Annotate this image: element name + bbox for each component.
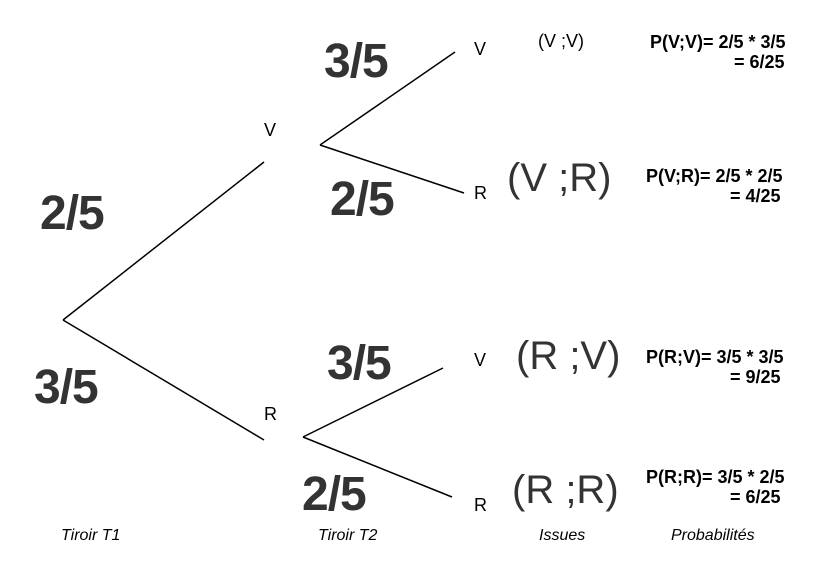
node-t2-vv: V — [474, 39, 487, 59]
node-t2-rr: R — [474, 495, 487, 515]
branch-root-to-r — [62, 319, 265, 441]
node-t2-rv: V — [474, 350, 487, 370]
probability-vr: P(V;R)= 2/5 * 2/5 = 4/25 — [646, 167, 783, 205]
node-t2-vr: R — [474, 183, 487, 203]
footer-tiroir-t2: Tiroir T2 — [318, 527, 378, 544]
issue-vr: (V ;R) — [507, 156, 612, 200]
footer-issues: Issues — [539, 527, 586, 544]
edge-prob-root-v: 2/5 — [40, 187, 105, 240]
probability-rv-result: = 9/25 — [730, 367, 781, 387]
probability-rr-product: P(R;R)= 3/5 * 2/5 — [646, 467, 785, 487]
probability-vv: P(V;V)= 2/5 * 3/5 = 6/25 — [650, 33, 786, 71]
probability-vr-product: P(V;R)= 2/5 * 2/5 — [646, 166, 783, 186]
probability-vv-product: P(V;V)= 2/5 * 3/5 — [650, 32, 786, 52]
edge-prob-v-v: 3/5 — [324, 35, 389, 88]
issue-rr: (R ;R) — [512, 468, 619, 512]
probability-vv-result: = 6/25 — [734, 52, 785, 72]
branch-root-to-v — [62, 161, 265, 321]
edge-prob-r-r: 2/5 — [302, 468, 367, 521]
edge-prob-r-v: 3/5 — [327, 337, 392, 390]
probability-rv-product: P(R;V)= 3/5 * 3/5 — [646, 347, 784, 367]
issue-rv: (R ;V) — [516, 334, 621, 378]
node-t1-v: V — [264, 120, 277, 140]
edge-prob-root-r: 3/5 — [34, 361, 99, 414]
probability-rr-result: = 6/25 — [730, 487, 781, 507]
branch-v-to-r — [319, 144, 465, 194]
branch-v-to-v — [319, 51, 456, 146]
edge-prob-v-r: 2/5 — [330, 173, 395, 226]
branch-r-to-v — [302, 367, 444, 438]
footer-tiroir-t1: Tiroir T1 — [61, 527, 121, 544]
probability-vr-result: = 4/25 — [730, 186, 781, 206]
node-t1-r: R — [264, 404, 277, 424]
branch-r-to-r — [302, 436, 453, 498]
probability-rr: P(R;R)= 3/5 * 2/5 = 6/25 — [646, 468, 785, 506]
issue-vv: (V ;V) — [538, 31, 585, 51]
probability-rv: P(R;V)= 3/5 * 3/5 = 9/25 — [646, 348, 784, 386]
footer-probabilites: Probabilités — [671, 527, 755, 544]
